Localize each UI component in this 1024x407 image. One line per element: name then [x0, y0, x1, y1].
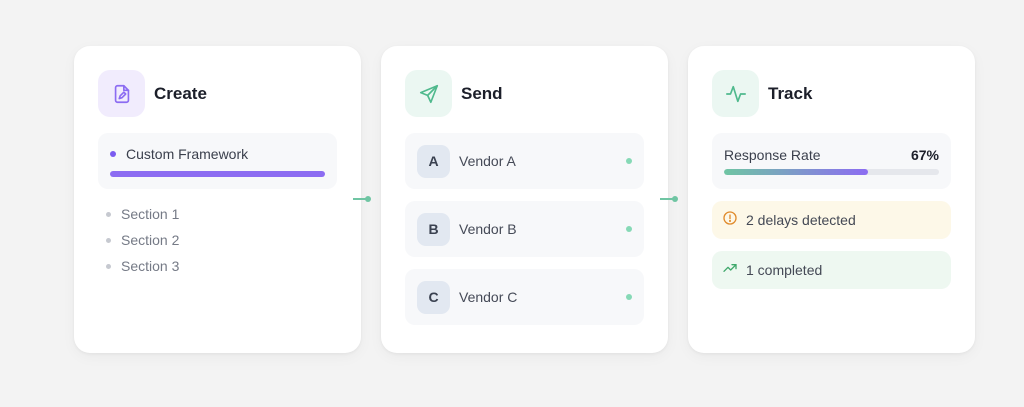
- section-label: Section 1: [121, 206, 180, 222]
- framework-progress-bar: [110, 171, 325, 177]
- vendor-row[interactable]: A Vendor A: [405, 133, 644, 189]
- send-header: Send: [405, 70, 644, 117]
- vendor-avatar: C: [417, 280, 450, 314]
- delays-alert[interactable]: 2 delays detected: [712, 201, 951, 239]
- track-header: Track: [712, 70, 951, 117]
- list-item[interactable]: Section 2: [106, 227, 337, 253]
- response-rate-fill: [724, 169, 869, 175]
- completed-status[interactable]: 1 completed: [712, 251, 951, 289]
- framework-dot: [110, 151, 116, 157]
- vendor-avatar: A: [417, 144, 450, 178]
- response-rate-label: Response Rate: [724, 147, 821, 163]
- section-list: Section 1 Section 2 Section 3: [98, 201, 337, 279]
- vendor-row[interactable]: C Vendor C: [405, 269, 644, 325]
- status-dot: [626, 158, 632, 164]
- trending-up-icon: [722, 260, 738, 281]
- section-label: Section 3: [121, 258, 180, 274]
- status-dot: [626, 226, 632, 232]
- connector-dot: [365, 196, 371, 202]
- vendor-avatar: B: [417, 212, 450, 246]
- list-item[interactable]: Section 1: [106, 201, 337, 227]
- bullet-dot: [106, 263, 111, 269]
- section-label: Section 2: [121, 232, 180, 248]
- response-rate-panel: Response Rate 67%: [712, 133, 951, 189]
- framework-item[interactable]: Custom Framework: [98, 133, 337, 189]
- track-card: Track Response Rate 67% 2 delays detecte…: [688, 46, 975, 353]
- vendor-row[interactable]: B Vendor B: [405, 201, 644, 257]
- completed-text: 1 completed: [746, 262, 823, 278]
- document-edit-icon: [98, 70, 145, 117]
- flow-connector: [353, 196, 371, 202]
- vendor-name: Vendor C: [459, 289, 518, 305]
- create-title: Create: [154, 83, 207, 103]
- bullet-dot: [106, 211, 111, 217]
- alert-circle-icon: [722, 210, 738, 231]
- send-card: Send A Vendor A B Vendor B C Vendor C: [381, 46, 668, 353]
- response-rate-bar: [724, 169, 939, 175]
- status-dot: [626, 294, 632, 300]
- response-rate-value: 67%: [910, 147, 939, 163]
- track-title: Track: [768, 83, 813, 103]
- send-title: Send: [461, 83, 503, 103]
- delays-text: 2 delays detected: [746, 212, 856, 228]
- bullet-dot: [106, 237, 111, 243]
- create-header: Create: [98, 70, 337, 117]
- connector-dot: [672, 196, 678, 202]
- vendor-name: Vendor A: [459, 153, 516, 169]
- vendor-name: Vendor B: [459, 221, 517, 237]
- create-card: Create Custom Framework Section 1 Sectio…: [74, 46, 361, 353]
- flow-connector: [660, 196, 678, 202]
- paper-plane-icon: [405, 70, 452, 117]
- list-item[interactable]: Section 3: [106, 253, 337, 279]
- activity-pulse-icon: [712, 70, 759, 117]
- framework-label: Custom Framework: [126, 146, 249, 162]
